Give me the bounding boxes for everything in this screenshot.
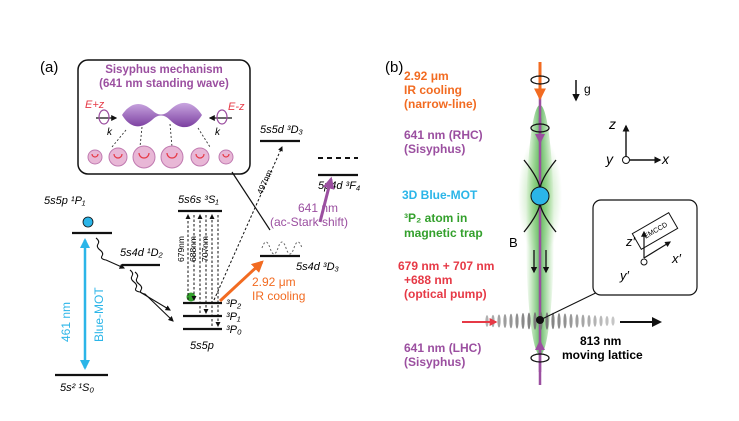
ir-cooling-2: IR cooling (252, 289, 305, 303)
decay-wavy-lines (95, 237, 174, 322)
label-5s5d-3d3: 5s5d ³D₃ (260, 124, 304, 136)
label-3p1: ³P₁ (226, 311, 241, 323)
label-5p4d-3f4: 5p4d ³F₄ (318, 180, 360, 192)
wl-707-label: 707nm (200, 236, 210, 262)
lattice-fringe (569, 313, 573, 329)
lattice-fringe (527, 312, 531, 330)
inset-x-label: x′ (671, 251, 682, 266)
b-ir-2: IR cooling (404, 83, 462, 97)
label-3p2: ³P₂ (226, 298, 242, 310)
b-rhc-2: (Sisyphus) (404, 142, 465, 156)
lattice-fringe (545, 312, 549, 330)
b-pump-3: (optical pump) (404, 287, 487, 301)
inset-z-label: z′ (625, 234, 636, 249)
panel-b-label: (b) (385, 59, 403, 76)
lattice-fringe (509, 313, 513, 329)
lattice-fringe (593, 315, 597, 327)
blue-atom (82, 216, 94, 228)
lattice-fringe (557, 313, 561, 329)
label-5s4d-3d3: 5s4d ³D₃ (296, 261, 340, 273)
b-ir-3: (narrow-line) (404, 97, 477, 111)
camera-inset: EMCCD z′ x′ y′ (592, 199, 698, 296)
wl-679-label: 679nm (176, 236, 186, 262)
polarization-circles (87, 145, 234, 169)
ac-stark-modulation (261, 241, 303, 255)
e-plus-z-label: E+z (85, 99, 105, 111)
panel-a-label: (a) (40, 59, 58, 76)
mot-cloud-icon (530, 186, 550, 206)
lattice-fringe (563, 313, 567, 329)
lattice-fringe (611, 316, 615, 326)
bluemot-461-label: 461 nm (59, 302, 73, 342)
lattice-fringe (581, 314, 585, 328)
lattice-fringe (497, 314, 501, 328)
polarization-right-icon (216, 109, 228, 125)
ring-lhc-icon (530, 353, 550, 363)
lattice-beam (485, 312, 615, 330)
lattice-fringe (551, 312, 555, 330)
b-mot-1: 3D Blue-MOT (402, 188, 478, 202)
acstark-1: 641 nm (298, 201, 338, 215)
lattice-fringe (575, 314, 579, 328)
b-mot-2: ³P₂ atom in (404, 211, 467, 225)
axis-y-label: y (605, 151, 614, 167)
b-ir-1: 2.92 μm (404, 69, 449, 83)
inset-y-label: y′ (619, 268, 630, 283)
b-pump-2: +688 nm (404, 273, 452, 287)
e-minus-z-label: E-z (228, 101, 245, 113)
b-lattice-1: 813 nm (580, 334, 621, 348)
inset-pointer (231, 171, 271, 231)
b-lhc-1: 641 nm (LHC) (404, 341, 481, 355)
lattice-fringe (503, 314, 507, 328)
sisyphus-inset: Sisyphus mechanism (641 nm standing wave… (77, 59, 271, 231)
b-rhc-1: 641 nm (RHC) (404, 128, 483, 142)
lattice-fringe (605, 316, 609, 326)
polarization-left-icon (98, 109, 110, 125)
bluemot-label: Blue-MOT (92, 287, 106, 342)
inset-title-1: Sisyphus mechanism (105, 64, 223, 76)
label-ground: 5s² ¹S₀ (60, 382, 94, 394)
b-lhc-2: (Sisyphus) (404, 355, 465, 369)
axis-x-label: x (661, 151, 670, 167)
wl-688-label: 688nm (188, 236, 198, 262)
lab-axes: z y x (605, 116, 670, 167)
b-pump-1: 679 nm + 707 nm (398, 259, 494, 273)
arrow-497nm (213, 146, 283, 301)
axis-z-label: z (608, 116, 616, 132)
lattice-fringe (515, 313, 519, 329)
arrow-ir-cooling (218, 260, 264, 303)
b-mot-3: magnetic trap (404, 226, 483, 240)
gravity-label: g (584, 82, 591, 96)
k-right-label: k (215, 127, 221, 138)
label-3p0: ³P₀ (226, 324, 242, 336)
lattice-fringe (533, 312, 537, 330)
ring-top-icon (530, 75, 550, 85)
b-lattice-2: moving lattice (562, 348, 643, 362)
arrow-641nm-acstark (318, 176, 335, 223)
lattice-fringe (587, 314, 591, 328)
energy-levels (55, 139, 358, 377)
label-5s5p: 5s5p (190, 340, 214, 352)
pump-transitions (185, 214, 221, 327)
lattice-fringe (599, 315, 603, 327)
standing-wave-lobes (122, 102, 202, 128)
k-left-label: k (107, 127, 113, 138)
label-5s6s-3s1: 5s6s ³S₁ (178, 194, 219, 206)
wl-497-label: 497nm (255, 168, 275, 196)
inset-title-2: (641 nm standing wave) (99, 78, 229, 90)
lattice-fringe (521, 313, 525, 329)
ir-cooling-1: 2.92 μm (252, 275, 296, 289)
label-5s5p-1p1: 5s5p ¹P₁ (44, 195, 86, 207)
label-5s4d-1d2: 5s4d ¹D₂ (120, 247, 164, 259)
b-field-label: B (509, 235, 518, 250)
ring-rhc-icon (530, 123, 550, 133)
acstark-2: (ac-Stark shift) (270, 215, 348, 229)
